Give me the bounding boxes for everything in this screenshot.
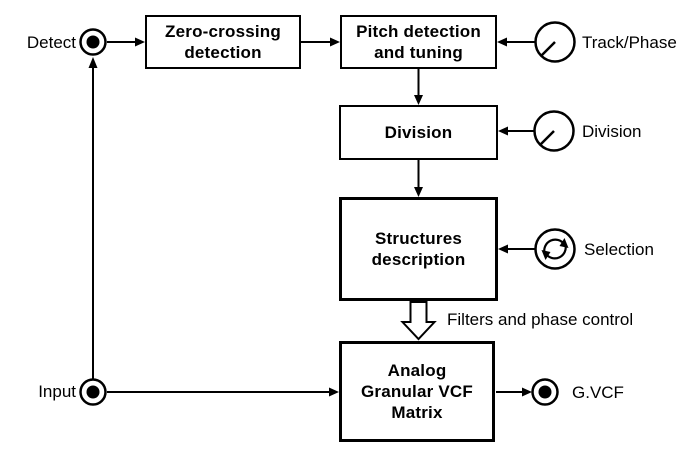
arrowhead [522, 387, 532, 397]
box-label-line: and tuning [374, 43, 463, 62]
box-label-line: Analog [387, 361, 447, 380]
track-phase-knob-label: Track/Phase [582, 33, 677, 52]
arrowhead [330, 37, 340, 47]
track-phase-knob [534, 21, 576, 63]
box-label-line: Granular VCF [361, 382, 473, 401]
box-label-line: detection [184, 43, 262, 62]
filters-control-block-arrow [400, 301, 437, 341]
box-label-line: description [371, 250, 466, 269]
box-label-line: Zero-crossing [165, 22, 281, 41]
arrowhead [414, 187, 423, 197]
arrowhead [414, 95, 423, 105]
input-jack [79, 378, 107, 406]
division-knob-label: Division [582, 122, 642, 141]
rotary-arrowhead [541, 250, 551, 260]
gvcf-jack [531, 378, 559, 406]
box-label-line: Division [384, 123, 453, 142]
arrowhead [88, 57, 98, 68]
arrowhead [498, 126, 508, 136]
selection-knob-label: Selection [584, 240, 654, 259]
gvcf-jack-label: G.VCF [572, 383, 624, 402]
knob-pointer [540, 41, 556, 57]
detect-jack-label: Detect [26, 33, 76, 52]
box-label-line: Pitch detection [356, 22, 481, 41]
rotary-arc [545, 244, 567, 260]
arrowhead [135, 37, 145, 47]
zero-crossing-box: Zero-crossing detection [145, 15, 301, 69]
arrowhead [497, 37, 507, 47]
division-box: Division [339, 105, 498, 160]
arrowhead [498, 244, 508, 254]
rotary-arrowhead [559, 238, 569, 248]
filters-phase-annotation: Filters and phase control [447, 310, 634, 329]
structures-description-box: Structures description [339, 197, 498, 301]
pitch-detection-box: Pitch detection and tuning [340, 15, 497, 69]
jack-center-dot [86, 385, 100, 399]
rotary-selector-icon [534, 228, 576, 270]
rotary-arc [543, 238, 565, 254]
granular-vcf-matrix-box: Analog Granular VCF Matrix [339, 341, 495, 442]
division-knob [533, 110, 575, 152]
jack-center-dot [86, 35, 100, 49]
box-label-line: Matrix [391, 403, 443, 422]
detect-jack [79, 28, 107, 56]
selection-knob [534, 228, 576, 270]
arrowhead [329, 387, 339, 397]
input-jack-label: Input [38, 382, 76, 401]
jack-center-dot [538, 385, 552, 399]
knob-pointer [539, 130, 555, 146]
box-label-line: Structures [374, 229, 463, 248]
